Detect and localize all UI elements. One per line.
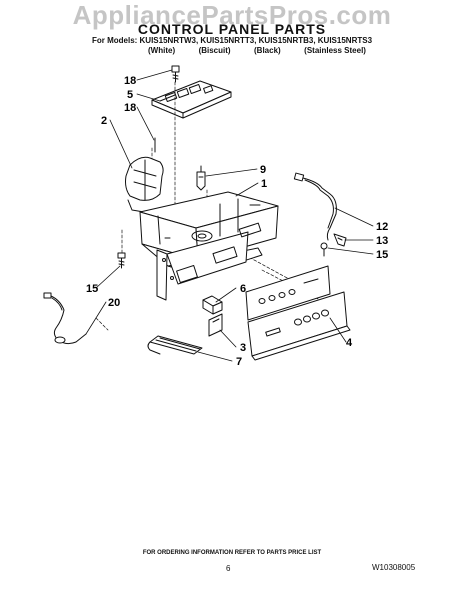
callout-3: 3 xyxy=(240,342,246,354)
model-variants: (White) (Biscuit) (Black) (Stainless Ste… xyxy=(148,46,366,55)
callout-20: 20 xyxy=(108,297,120,309)
variant-label: (Stainless Steel) xyxy=(304,46,366,55)
control-overlay-panel xyxy=(245,265,331,321)
front-panel-part-4 xyxy=(247,291,351,361)
callout-13: 13 xyxy=(376,235,388,247)
screw-part-18-top xyxy=(171,65,180,83)
callout-7: 7 xyxy=(236,356,242,368)
callout-15-left: 15 xyxy=(86,283,98,295)
thermistor-part-20 xyxy=(43,292,87,345)
screw-part-15-right xyxy=(320,242,328,257)
callout-18-top: 18 xyxy=(124,75,136,87)
models-line: For Models: KUIS15NRTW3, KUIS15NRTT3, KU… xyxy=(91,36,373,45)
watermark: AppliancePartsPros.com xyxy=(72,0,392,30)
display-part-3 xyxy=(208,313,223,337)
document-code: W10308005 xyxy=(372,563,416,572)
transformer-part-2 xyxy=(125,137,164,215)
callout-12: 12 xyxy=(376,221,388,233)
callout-9: 9 xyxy=(260,164,266,176)
control-housing-part-1 xyxy=(139,191,279,301)
ground-clip-part-13 xyxy=(333,233,347,247)
callout-15-right: 15 xyxy=(376,249,388,261)
variant-label: (Biscuit) xyxy=(198,46,231,55)
variant-label: (Black) xyxy=(254,46,281,55)
variant-label: (White) xyxy=(148,46,176,55)
control-board-part-5 xyxy=(151,80,232,119)
interface-board-part-6 xyxy=(202,295,223,315)
callout-4: 4 xyxy=(346,337,353,349)
callout-5: 5 xyxy=(127,89,133,101)
page-number: 6 xyxy=(226,564,231,573)
ordering-note: FOR ORDERING INFORMATION REFER TO PARTS … xyxy=(142,550,322,556)
wire-harness-part-12 xyxy=(293,172,337,241)
screw-part-15-left xyxy=(117,252,126,269)
page-title: CONTROL PANEL PARTS xyxy=(137,21,327,37)
callout-18-second: 18 xyxy=(124,102,136,114)
callout-1: 1 xyxy=(261,178,267,190)
callout-2: 2 xyxy=(101,115,107,127)
callout-6: 6 xyxy=(240,283,246,295)
clip-part-9 xyxy=(196,165,206,191)
ribbon-harness-part-7 xyxy=(147,335,203,355)
